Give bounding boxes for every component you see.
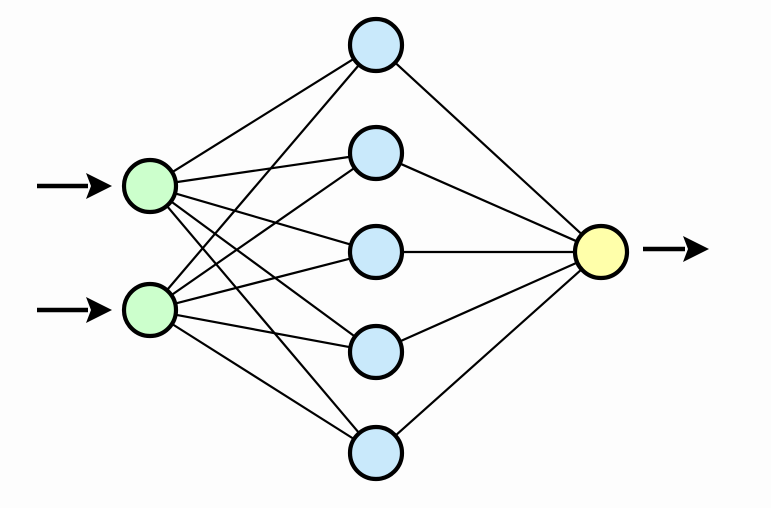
layer-hidden bbox=[347, 16, 405, 482]
connection-i1-h5 bbox=[165, 204, 361, 435]
layer-output bbox=[572, 223, 630, 281]
connection-h4-o1 bbox=[398, 261, 579, 343]
in-arrow-2-icon bbox=[37, 297, 112, 323]
connection-i2-h3 bbox=[173, 257, 353, 305]
connection-i1-h3 bbox=[173, 191, 353, 247]
connection-i2-h5 bbox=[170, 322, 356, 441]
edge-group bbox=[165, 57, 584, 441]
node-h2[interactable] bbox=[347, 124, 405, 182]
connection-h1-o1 bbox=[393, 61, 584, 236]
node-i2[interactable] bbox=[121, 281, 179, 339]
connection-i2-h2 bbox=[169, 166, 357, 297]
node-h3[interactable] bbox=[347, 223, 405, 281]
node-i1[interactable] bbox=[121, 157, 179, 215]
connection-i1-h1 bbox=[170, 57, 356, 174]
out-arrow-1-icon bbox=[643, 236, 709, 262]
out-arrow-1-head bbox=[683, 236, 709, 262]
node-h1[interactable] bbox=[347, 16, 405, 74]
connection-i1-h2 bbox=[174, 155, 352, 184]
node-h5[interactable] bbox=[347, 424, 405, 482]
in-arrow-1-icon bbox=[37, 173, 112, 199]
node-o1[interactable] bbox=[572, 223, 630, 281]
connection-h2-o1 bbox=[398, 162, 579, 243]
connection-i1-h4 bbox=[169, 199, 357, 339]
node-group bbox=[121, 16, 630, 482]
in-arrow-1-head bbox=[86, 173, 112, 199]
in-arrow-2-head bbox=[86, 297, 112, 323]
node-h4[interactable] bbox=[347, 323, 405, 381]
connection-h5-o1 bbox=[393, 267, 584, 438]
connection-i2-h1 bbox=[165, 63, 361, 292]
layer-input bbox=[121, 157, 179, 339]
connection-i2-h4 bbox=[174, 313, 352, 349]
io-arrow-group bbox=[37, 173, 709, 323]
